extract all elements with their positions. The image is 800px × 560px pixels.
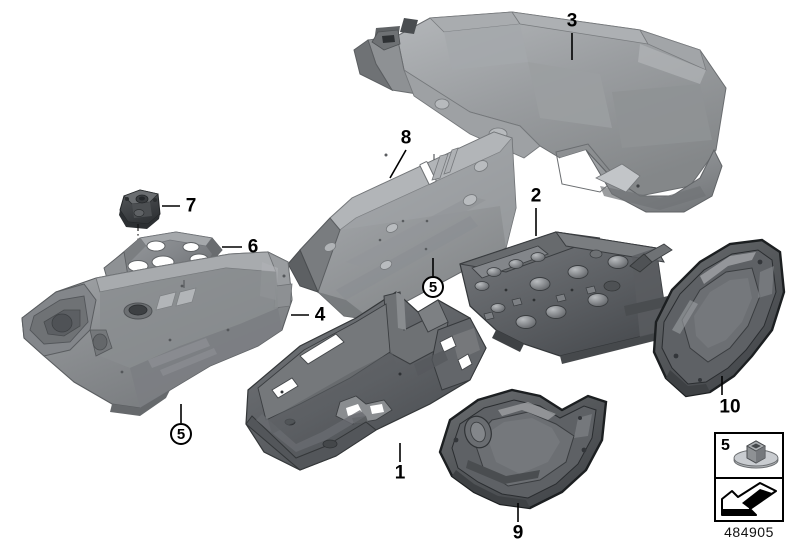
legend-box: 5 — [714, 432, 784, 522]
callout-floor-panel-dimpled[interactable]: 2 — [530, 185, 542, 207]
part-9-rear-wheelhouse-insulation-left — [438, 388, 608, 510]
part-7-rubber-mount-block — [119, 189, 161, 229]
callout-rear-bulkhead-insulation[interactable]: 3 — [566, 10, 578, 32]
part-4-transmission-tunnel-insulation — [21, 251, 293, 416]
callout-fastener-callout-side-panel[interactable]: 5 — [422, 276, 444, 298]
diagram-id-number: 484905 — [724, 524, 774, 540]
callout-floor-tunnel-insulation-center[interactable]: 1 — [394, 462, 406, 484]
callout-leader-lines — [162, 33, 723, 522]
part-1-floor-tunnel-insulation-center — [245, 291, 487, 471]
part-10-rear-wheelhouse-insulation-right — [629, 238, 786, 398]
leader-line-side-panel-insulation — [389, 149, 407, 179]
callout-fastener-callout-tunnel[interactable]: 5 — [170, 423, 192, 445]
legend-item-number: 5 — [721, 437, 730, 454]
legend-direction-cell — [714, 478, 784, 522]
callout-rubber-mount-block[interactable]: 7 — [185, 195, 197, 217]
callout-rear-wheelhouse-insulation-left[interactable]: 9 — [512, 522, 524, 544]
part-2-floor-panel-dimpled — [459, 231, 670, 364]
callout-mount-bracket-plate[interactable]: 6 — [247, 236, 259, 258]
callout-rear-wheelhouse-insulation-right[interactable]: 10 — [719, 396, 741, 418]
callout-side-panel-insulation[interactable]: 8 — [400, 127, 412, 149]
legend-fastener-cell: 5 — [714, 432, 784, 478]
installation-direction-arrow-icon — [721, 482, 777, 516]
callout-transmission-tunnel-insulation[interactable]: 4 — [314, 304, 326, 326]
part-8-side-panel-insulation — [287, 131, 517, 321]
hex-nut-with-washer-icon — [733, 440, 779, 469]
